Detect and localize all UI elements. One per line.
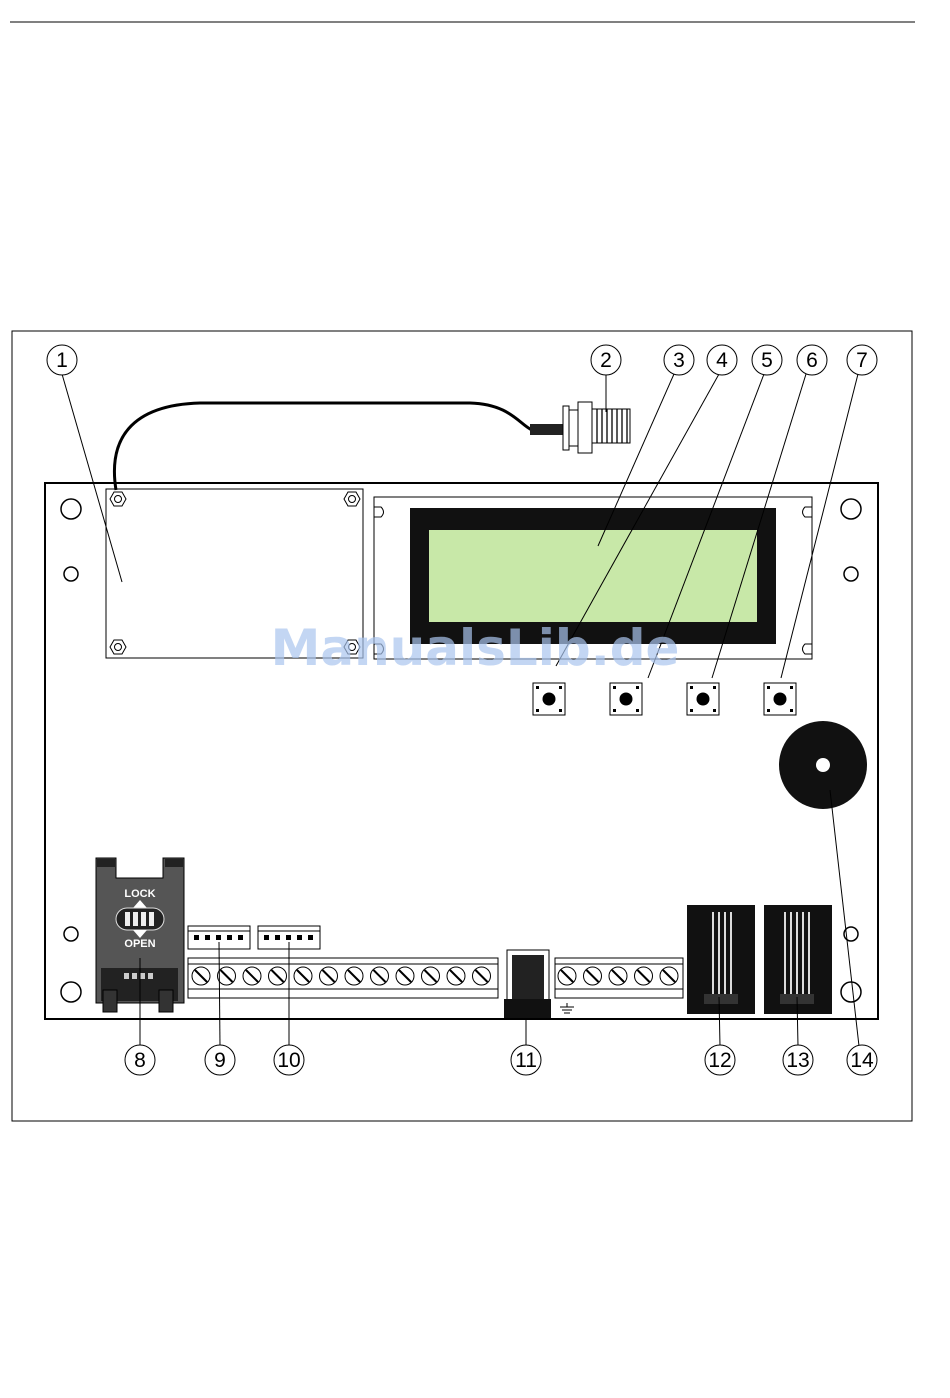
sim-open-label: OPEN: [124, 938, 155, 950]
callout-10: 10: [274, 1045, 304, 1075]
mounting-hole: [61, 982, 81, 1002]
push-button-1: [533, 683, 565, 715]
push-button-2: [610, 683, 642, 715]
callout-label: 3: [673, 349, 685, 372]
mounting-hole: [841, 982, 861, 1002]
callout-11: 11: [511, 1045, 541, 1075]
callout-14: 14: [847, 1045, 877, 1075]
mounting-hole: [844, 567, 858, 581]
mounting-hole: [64, 567, 78, 581]
callout-label: 13: [786, 1049, 809, 1072]
callout-9: 9: [205, 1045, 235, 1075]
lcd-screen: [429, 530, 757, 622]
callout-13: 13: [783, 1045, 813, 1075]
callout-label: 7: [856, 349, 868, 372]
rj-jack-1: [687, 905, 755, 1014]
callout-label: 11: [515, 1049, 537, 1072]
dc-power-jack: [504, 950, 551, 1018]
callout-8: 8: [125, 1045, 155, 1075]
terminal-block-12: [188, 958, 498, 998]
callout-label: 2: [600, 349, 612, 372]
buzzer-icon: [779, 721, 867, 809]
rj-jack-2: [764, 905, 832, 1014]
watermark: ManualsLib.de: [271, 619, 680, 677]
callout-6: 6: [797, 345, 827, 375]
sim-lock-label: LOCK: [124, 888, 155, 900]
callout-4: 4: [707, 345, 737, 375]
callout-7: 7: [847, 345, 877, 375]
callout-3: 3: [664, 345, 694, 375]
push-button-3: [687, 683, 719, 715]
callout-label: 5: [761, 349, 773, 372]
callout-1: 1: [47, 345, 77, 375]
terminal-block-5: [555, 958, 683, 998]
antenna-connector-icon: [530, 402, 630, 453]
callout-label: 4: [716, 349, 728, 372]
callout-2: 2: [591, 345, 621, 375]
mounting-hole: [841, 499, 861, 519]
push-button-4: [764, 683, 796, 715]
callout-label: 12: [708, 1049, 731, 1072]
antenna-cable: [114, 403, 532, 490]
mounting-hole: [61, 499, 81, 519]
callout-label: 10: [277, 1049, 300, 1072]
mounting-hole: [64, 927, 78, 941]
callout-label: 1: [56, 349, 68, 372]
callout-label: 8: [134, 1049, 146, 1072]
callout-5: 5: [752, 345, 782, 375]
callout-label: 9: [214, 1049, 226, 1072]
callout-12: 12: [705, 1045, 735, 1075]
callout-label: 6: [806, 349, 818, 372]
callout-label: 14: [850, 1049, 874, 1072]
